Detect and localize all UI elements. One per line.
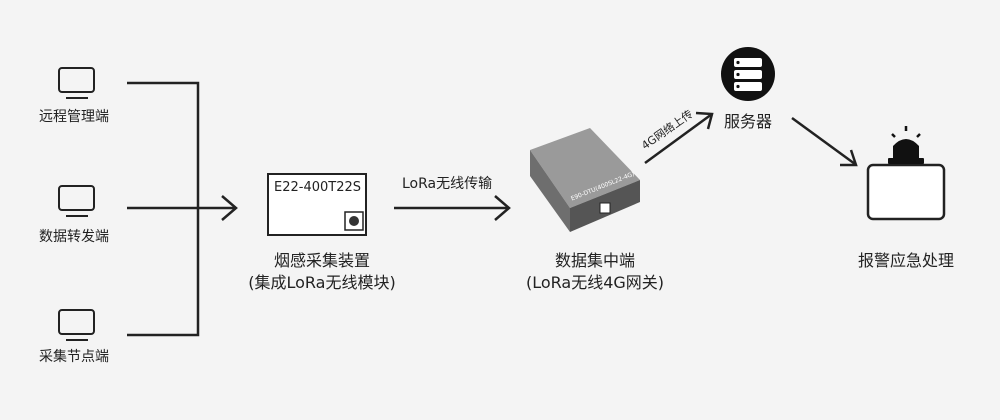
alarm-light-icon (866, 126, 946, 221)
lora-module-device (267, 173, 367, 236)
monitor-icon (58, 309, 95, 341)
lora-link-label: LoRa无线传输 (402, 176, 493, 192)
terminal-label-forward: 数据转发端 (39, 229, 109, 245)
gateway-subtitle: (LoRa无线4G网关) (525, 273, 665, 292)
module-title: 烟感采集装置 (273, 251, 370, 270)
gateway-title: 数据集中端 (554, 251, 635, 270)
alarm-arrow (791, 116, 858, 167)
lora-arrow (394, 195, 511, 221)
server-icon (721, 47, 775, 101)
terminal-label-remote: 远程管理端 (39, 109, 109, 125)
module-model-text: E22-400T22S (274, 180, 361, 195)
terminal-label-node: 采集节点端 (39, 349, 109, 365)
alarm-label: 报警应急处理 (857, 251, 954, 270)
terminal-bracket (127, 81, 238, 337)
uplink-arrow (644, 111, 714, 165)
server-label: 服务器 (723, 112, 772, 131)
module-subtitle: (集成LoRa无线模块) (248, 273, 396, 292)
monitor-icon (58, 185, 95, 217)
monitor-icon (58, 67, 95, 99)
gateway-device (530, 128, 640, 232)
